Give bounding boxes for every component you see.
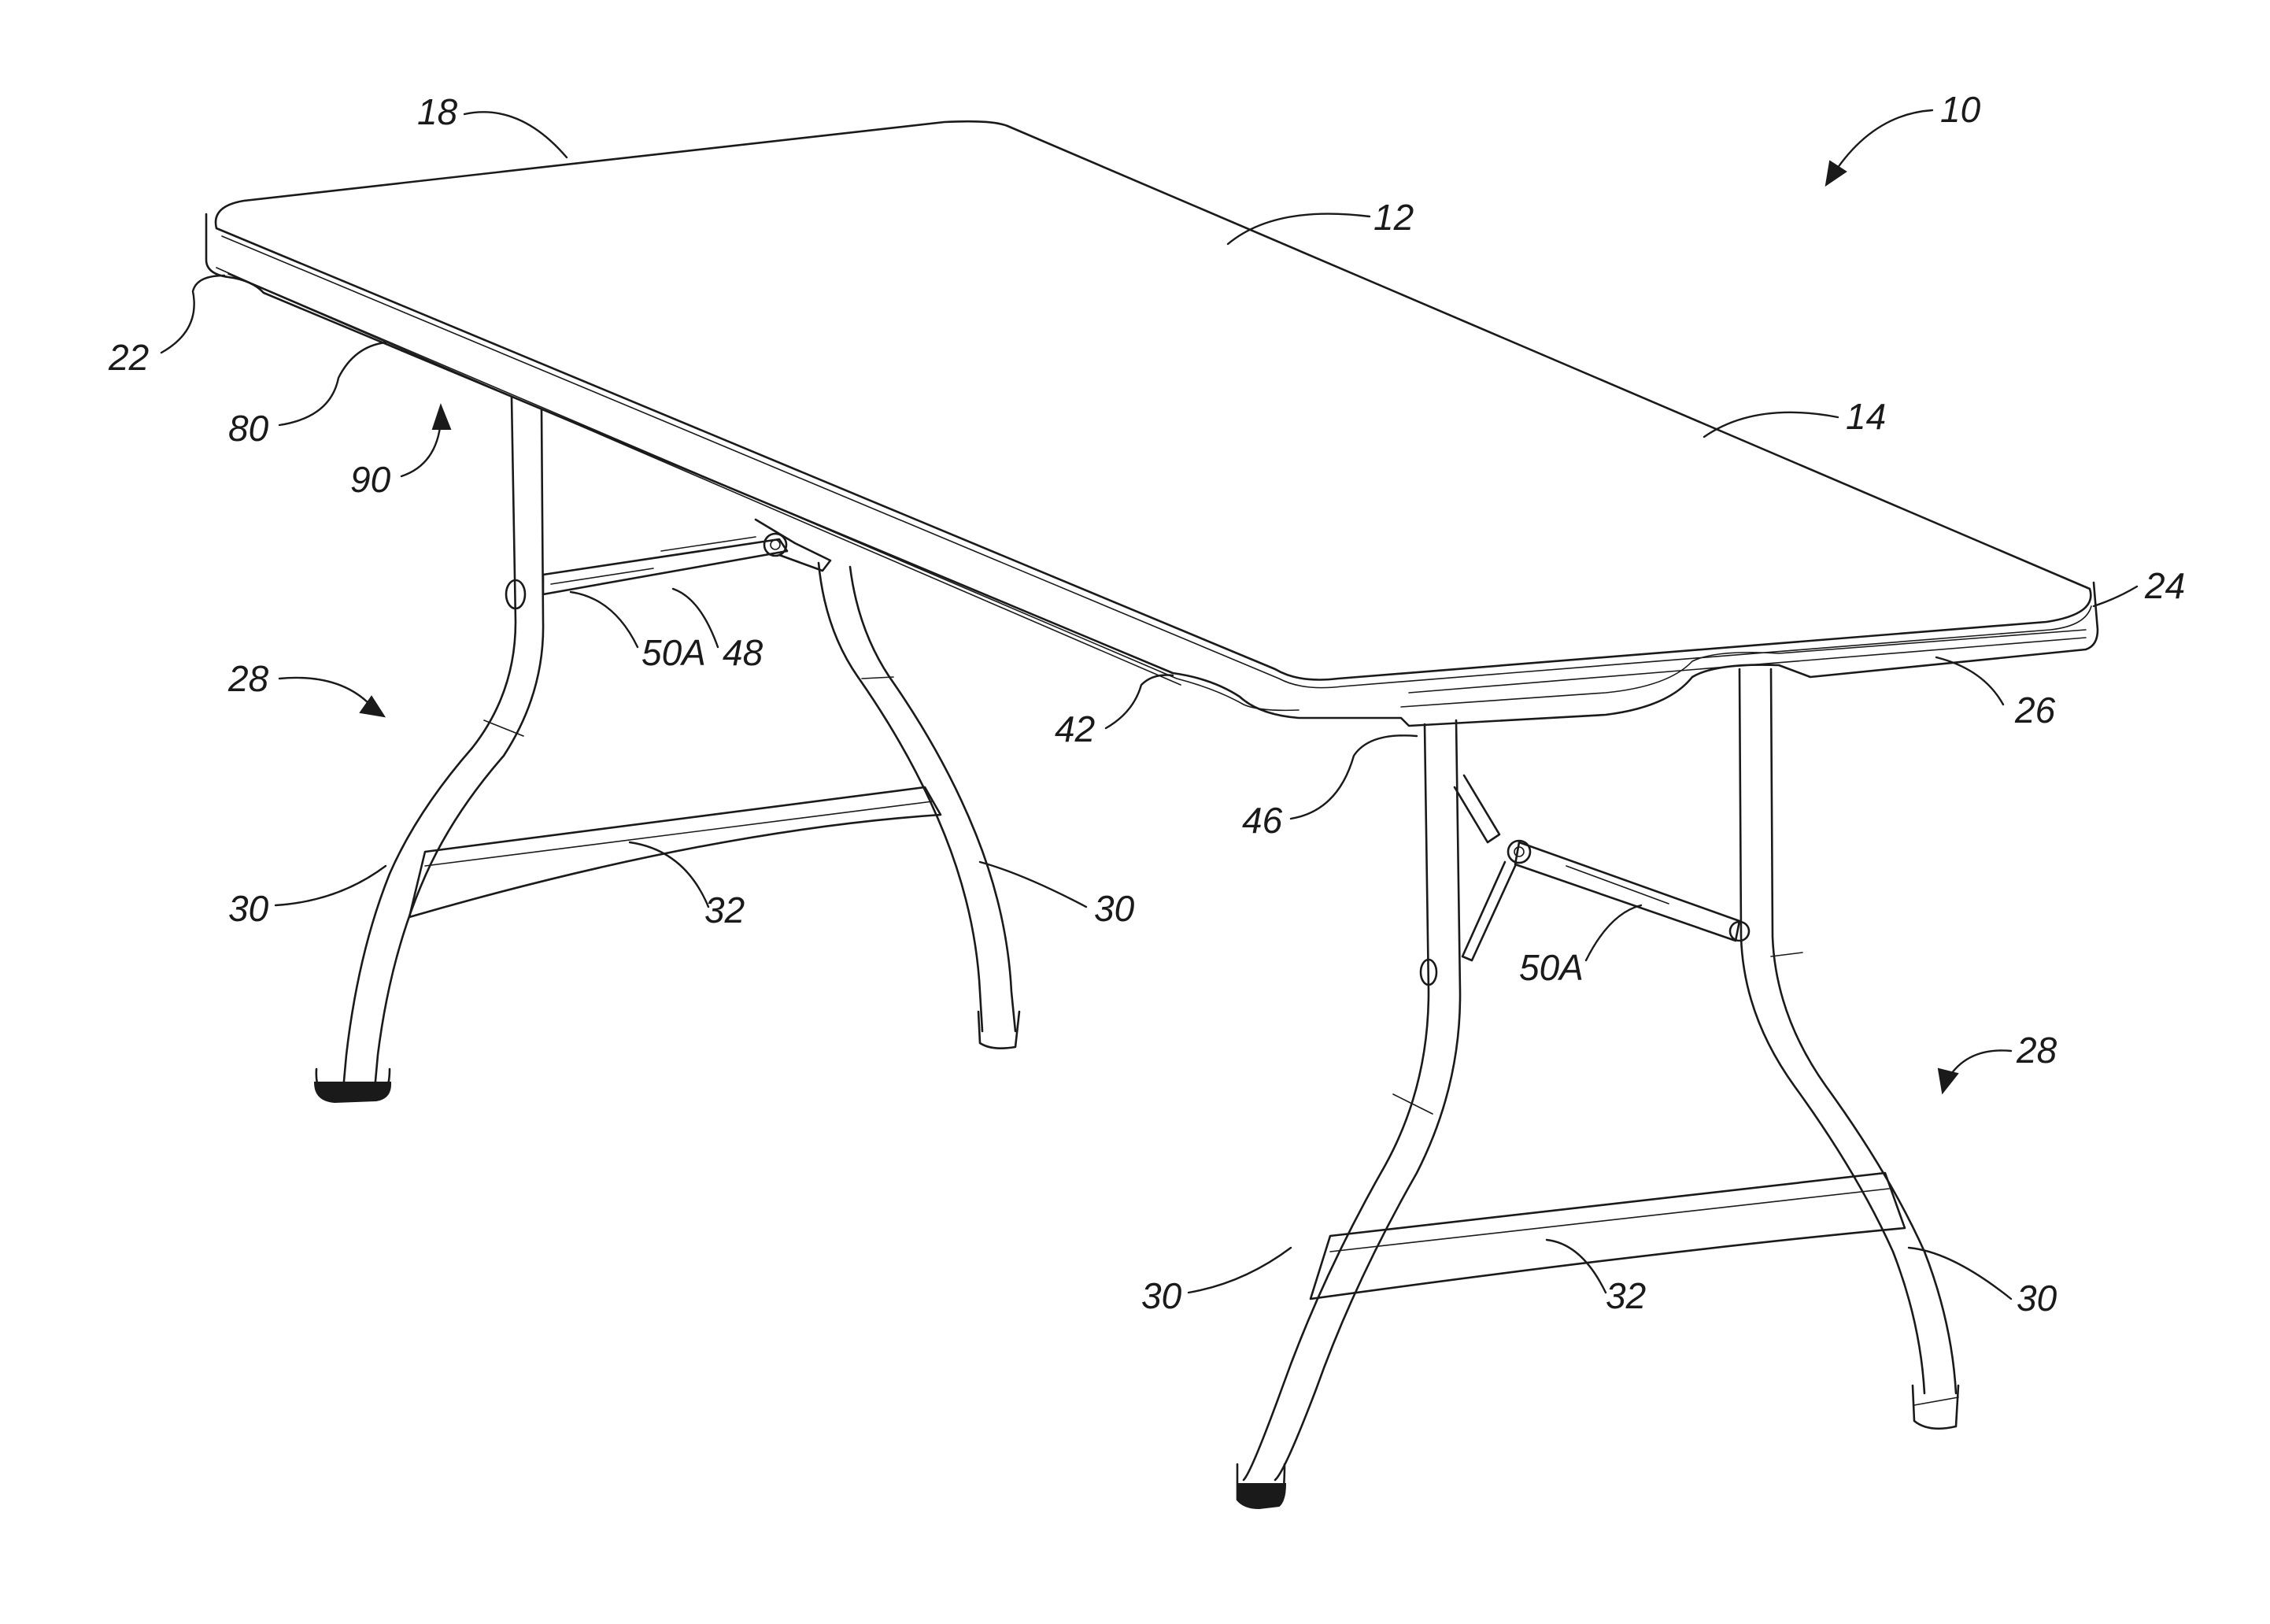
- leader-30-left-a: [275, 866, 386, 905]
- ref-50a-right: 50A: [1519, 947, 1584, 988]
- leader-46: [1291, 735, 1417, 819]
- ref-18: 18: [417, 91, 458, 132]
- ref-22: 22: [108, 337, 149, 378]
- ref-26: 26: [2014, 690, 2056, 731]
- left-cross-brace-edge: [425, 801, 933, 866]
- arrowhead-10: [1826, 161, 1846, 185]
- arrowhead-90: [433, 405, 450, 429]
- left-leg-seam: [484, 720, 523, 736]
- reference-numerals: 10 12 14 18 22 80 90 24 26 42 46 50A 48 …: [108, 89, 2185, 1319]
- right-brace-lower-link: [1462, 862, 1515, 960]
- leader-30-left-b: [980, 862, 1086, 907]
- left-brace-hinge-inner: [771, 540, 780, 549]
- ref-50a-left: 50A: [641, 632, 706, 673]
- ref-90: 90: [350, 459, 391, 500]
- right-cross-brace-edge: [1330, 1189, 1889, 1252]
- right-upper-brace-slot: [1566, 866, 1669, 904]
- right-front-foot-cap: [1237, 1484, 1285, 1508]
- table-top: [206, 121, 2098, 726]
- right-brace-link: [1455, 775, 1499, 842]
- right-rear-seam: [1771, 953, 1802, 956]
- leader-30-right-a: [1189, 1248, 1291, 1293]
- left-leg-assembly: [315, 398, 1019, 1102]
- leader-28-left: [279, 678, 370, 705]
- leader-10: [1834, 110, 1932, 173]
- ref-28-right: 28: [2016, 1030, 2057, 1071]
- left-rear-seam: [862, 677, 893, 679]
- right-front-leg-outer: [1275, 720, 1460, 1480]
- arrowhead-28-right: [1939, 1069, 1958, 1093]
- ref-14: 14: [1846, 396, 1886, 437]
- ref-24: 24: [2144, 565, 2185, 606]
- ref-30-left-a: 30: [228, 888, 269, 929]
- leader-lines: [161, 110, 2137, 1299]
- ref-12: 12: [1373, 197, 1414, 238]
- table-top-surface: [216, 121, 2091, 679]
- ref-10: 10: [1940, 89, 1981, 130]
- left-upper-brace: [543, 539, 787, 594]
- ref-32-left: 32: [704, 890, 745, 930]
- right-brace-hinge-inner: [1514, 847, 1524, 856]
- ref-30-right-b: 30: [2017, 1278, 2057, 1319]
- ref-42: 42: [1055, 708, 1095, 749]
- ref-28-left: 28: [227, 658, 269, 699]
- leader-50a-right: [1586, 905, 1641, 960]
- ref-30-left-b: 30: [1094, 888, 1135, 929]
- right-rear-foot-cap: [1914, 1397, 1958, 1405]
- right-upper-brace: [1515, 842, 1739, 941]
- left-cross-brace: [409, 787, 941, 917]
- right-rear-leg-outer: [1771, 669, 1956, 1393]
- leader-50a-left: [571, 592, 638, 647]
- left-front-leg: [342, 398, 516, 1098]
- leader-42: [1106, 675, 1173, 729]
- left-front-leg-outer: [374, 409, 543, 1098]
- leader-22: [161, 276, 224, 353]
- left-front-foot-cap: [315, 1082, 390, 1102]
- right-rear-foot: [1913, 1385, 1958, 1429]
- ref-32-right: 32: [1606, 1275, 1646, 1316]
- right-leg-assembly: [1237, 669, 1958, 1508]
- leader-24: [2094, 586, 2137, 606]
- leader-80: [279, 342, 386, 425]
- ref-80: 80: [228, 408, 269, 449]
- leader-18: [464, 112, 567, 157]
- right-rear-leg: [1739, 669, 1924, 1393]
- leader-30-right-b: [1909, 1248, 2011, 1299]
- ref-30-right-a: 30: [1141, 1275, 1182, 1316]
- ref-46: 46: [1242, 800, 1283, 841]
- ref-48: 48: [723, 632, 763, 673]
- table-end-skirt-2: [1401, 630, 2086, 707]
